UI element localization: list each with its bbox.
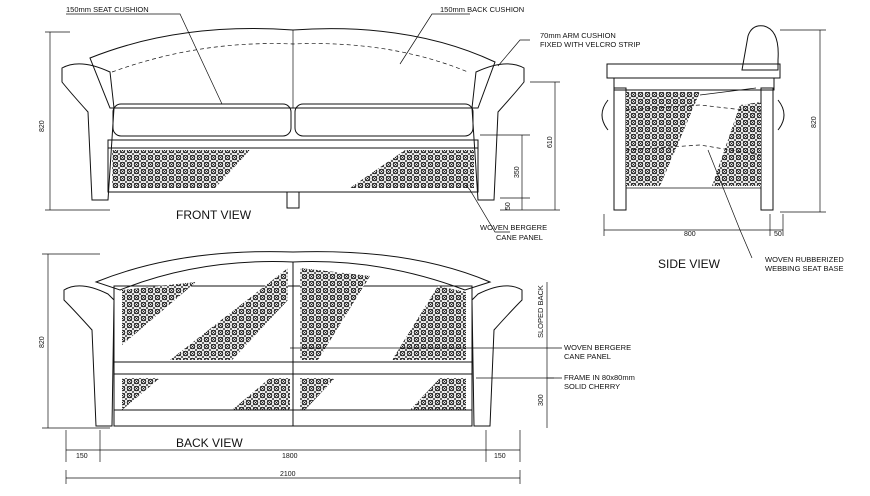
label-cane-front-2: CANE PANEL [496, 233, 543, 242]
dim-front-arm: 610 [547, 136, 554, 148]
front-view [45, 13, 560, 233]
front-right-arm [471, 63, 525, 201]
dim-side-leg: 50 [774, 231, 782, 238]
back-cane-panel-upper-left-b [170, 268, 288, 360]
back-cane-panel-upper-right-b [392, 286, 466, 360]
dim-side-depth: 800 [684, 231, 696, 238]
label-back-cushion: 150mm BACK CUSHION [440, 5, 524, 14]
label-sloped-back: SLOPED BACK [536, 285, 545, 338]
label-cane-back-2: CANE PANEL [564, 352, 611, 361]
back-cane-panel-lower-right-a [300, 378, 335, 410]
side-back-cushion [741, 25, 779, 71]
back-cane-panel-upper-right-a [300, 268, 370, 360]
dim-back-rail: 300 [538, 394, 545, 406]
back-cane-panel-upper-left-a [122, 282, 196, 345]
side-view [601, 25, 826, 259]
front-seat-cushion-left [112, 103, 292, 137]
side-cane-panel-left [626, 92, 700, 186]
front-view-title: FRONT VIEW [176, 208, 252, 222]
dim-back-left: 150 [76, 453, 88, 460]
label-arm-cushion-1: 70mm ARM CUSHION [540, 31, 616, 40]
label-seat-cushion: 150mm SEAT CUSHION [66, 5, 149, 14]
dim-side-height: 820 [811, 116, 818, 128]
dim-back-mid: 1800 [282, 453, 298, 460]
label-arm-cushion-2: FIXED WITH VELCRO STRIP [540, 40, 640, 49]
dim-front-leg: 50 [505, 202, 512, 210]
dim-back-total: 2100 [280, 471, 296, 478]
label-frame-2: SOLID CHERRY [564, 382, 620, 391]
back-cane-panel-lower-left-b [232, 378, 290, 410]
side-view-title: SIDE VIEW [658, 257, 721, 271]
label-cane-front-1: WOVEN BERGERE [480, 223, 547, 232]
back-view-title: BACK VIEW [176, 436, 243, 450]
front-cane-panel-right [350, 150, 474, 188]
back-top-rail [94, 251, 492, 291]
back-left-arm [63, 285, 115, 427]
back-view [42, 251, 562, 484]
dim-front-height: 820 [39, 120, 46, 132]
side-cane-panel-right [712, 102, 761, 186]
back-cane-panel-lower-left-a [122, 378, 160, 410]
dim-back-height: 820 [39, 336, 46, 348]
dim-front-seat: 350 [514, 166, 521, 178]
front-seat-cushion-right [294, 103, 474, 137]
label-webbing-2: WEBBING SEAT BASE [765, 264, 844, 273]
label-webbing-1: WOVEN RUBBERIZED [765, 255, 844, 264]
dim-back-right: 150 [494, 453, 506, 460]
front-back-cushion [89, 28, 496, 109]
label-frame-1: FRAME IN 80x80mm [564, 373, 635, 382]
label-cane-back-1: WOVEN BERGERE [564, 343, 631, 352]
back-right-arm [471, 285, 523, 427]
front-cane-panel-left [112, 150, 250, 188]
back-cane-panel-lower-right-b [410, 378, 466, 410]
